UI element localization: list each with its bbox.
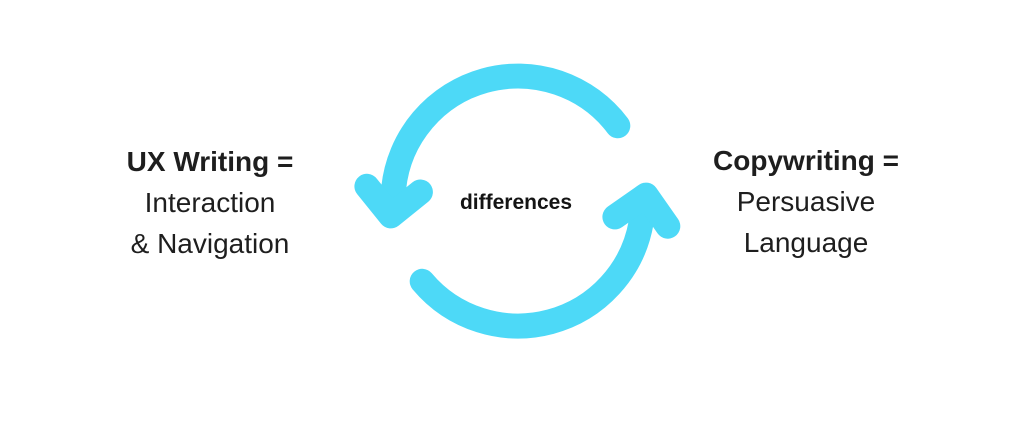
differences-label: differences: [459, 191, 573, 214]
copywriting-block: Copywriting = Persuasive Language: [680, 140, 932, 263]
cycle-top-arc: [381, 63, 631, 201]
cycle-arrows-icon: [354, 63, 681, 339]
copywriting-title: Copywriting =: [713, 145, 899, 176]
ux-writing-title: UX Writing =: [126, 146, 294, 177]
ux-writing-line1: Interaction: [144, 187, 276, 218]
copywriting-line2: Language: [743, 227, 869, 258]
ux-writing-block: UX Writing = Interaction & Navigation: [90, 141, 330, 264]
cycle-right-arrowhead: [602, 182, 681, 239]
copywriting-line1: Persuasive: [736, 186, 876, 217]
ux-writing-line2: & Navigation: [130, 228, 290, 259]
cycle-bottom-arc: [409, 210, 654, 339]
cycle-left-arrowhead: [354, 173, 433, 229]
